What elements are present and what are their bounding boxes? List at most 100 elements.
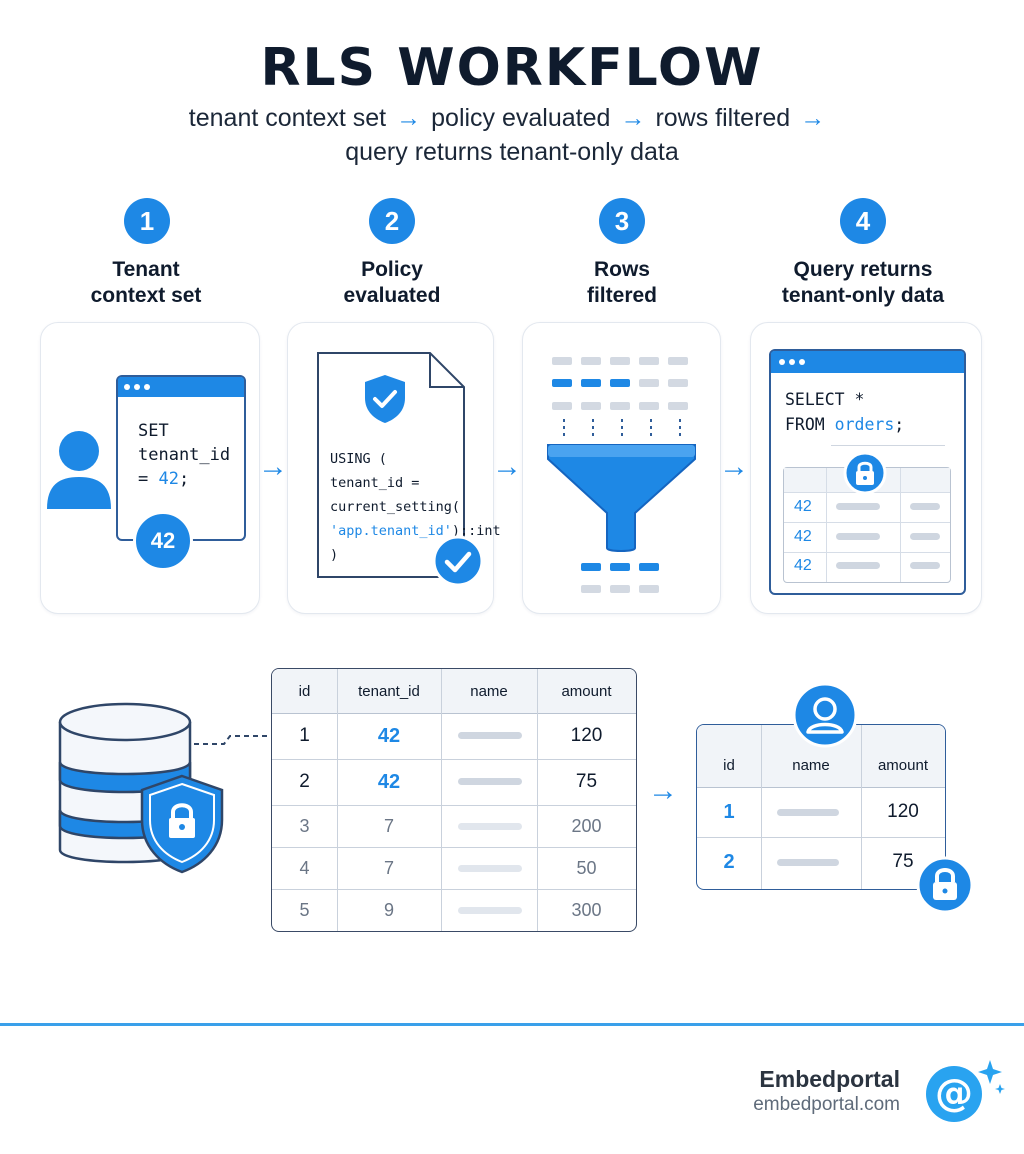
- placeholder-bar: [836, 503, 880, 510]
- code-block: SET tenant_id = 42;: [118, 397, 244, 491]
- brand-url[interactable]: embedportal.com: [753, 1094, 900, 1115]
- code-text: ;: [894, 415, 905, 434]
- row-tenant-id: 42: [377, 770, 401, 793]
- code-line: SELECT *: [785, 390, 865, 409]
- column-header: name: [792, 756, 830, 774]
- document-icon: [317, 352, 465, 578]
- step-2-card: USING ( tenant_id = current_setting( 'ap…: [287, 322, 501, 614]
- row-tenant-id: 42: [377, 724, 401, 747]
- row-amount: 120: [570, 725, 603, 746]
- tenant-id-badge: 42: [133, 511, 193, 571]
- step-4-card: SELECT * FROM orders; 42 42 42: [750, 322, 982, 614]
- divider: [900, 468, 901, 582]
- database-icon: [58, 702, 224, 874]
- code-line: 'app.tenant_id')::int: [330, 519, 501, 543]
- row-amount: 75: [575, 771, 598, 792]
- divider: [537, 669, 538, 931]
- row-amount: 50: [576, 857, 597, 878]
- window-dot-icon: [779, 359, 785, 365]
- subtitle-part-2: policy evaluated: [431, 104, 611, 132]
- row-id: 4: [299, 857, 310, 878]
- code-table-name: orders: [834, 415, 895, 434]
- source-table: id tenant_id name amount 1 42 120 2 42 7…: [271, 668, 637, 932]
- step-1-label-line1: Tenant: [112, 258, 180, 281]
- table-header-row: [272, 669, 636, 714]
- column-header: amount: [877, 756, 929, 774]
- window-dot-icon: [124, 384, 130, 390]
- code-text: ;: [178, 469, 190, 489]
- table-row: 42: [784, 492, 950, 523]
- result-table: id name amount 1 120 2 75: [696, 724, 946, 890]
- subtitle-arrow-icon: →: [620, 104, 646, 132]
- placeholder-bar: [836, 562, 880, 569]
- code-string: 'app.tenant_id': [330, 523, 452, 539]
- code-text: =: [138, 469, 159, 489]
- step-2-badge: 2: [369, 198, 415, 244]
- row-tenant-id: 7: [383, 815, 394, 836]
- column-header: name: [470, 682, 508, 700]
- subtitle-arrow-icon: →: [396, 104, 422, 132]
- step-4-label-line1: Query returns: [793, 258, 933, 281]
- placeholder-bar: [458, 778, 522, 785]
- divider: [826, 468, 827, 582]
- row-id: 1: [723, 800, 735, 823]
- column-header: id: [723, 756, 735, 774]
- divider: [861, 725, 862, 889]
- column-header: tenant_id: [358, 682, 420, 700]
- lock-icon: [916, 856, 974, 914]
- shield-check-icon: [365, 375, 405, 423]
- placeholder-bar: [777, 859, 839, 866]
- divider: [761, 725, 762, 889]
- row-amount: 120: [887, 801, 919, 822]
- user-avatar-icon: [792, 682, 858, 748]
- row-tenant-id: 7: [383, 857, 394, 878]
- row-id: 1: [299, 725, 310, 746]
- table-row: 42: [784, 552, 950, 582]
- row-amount: 200: [571, 815, 602, 836]
- placeholder-bar: [458, 732, 522, 739]
- placeholder-bar: [910, 562, 940, 569]
- step-1-label-line2: context set: [90, 284, 202, 307]
- step-4-label-line2: tenant-only data: [781, 284, 945, 307]
- query-window: SELECT * FROM orders; 42 42 42: [769, 349, 966, 595]
- step-1-label: Tenant context set: [46, 257, 246, 309]
- column-header: amount: [561, 682, 612, 700]
- placeholder-bar: [458, 823, 522, 830]
- brand-name: Embedportal: [759, 1066, 900, 1092]
- code-line: FROM orders;: [785, 412, 964, 437]
- step-2-label-line1: Policy: [361, 258, 423, 281]
- divider: [337, 669, 338, 931]
- row-id: 5: [299, 899, 310, 920]
- step-3-badge: 3: [599, 198, 645, 244]
- row-amount: 300: [571, 899, 602, 920]
- step-4-badge: 4: [840, 198, 886, 244]
- footer-divider: [0, 1023, 1024, 1026]
- table-row: 2 42 75: [272, 759, 636, 806]
- window-titlebar: [771, 351, 964, 373]
- step-3-card: [522, 322, 721, 614]
- page-title: RLS WORKFLOW: [260, 38, 764, 98]
- mini-row-tenant-id: 42: [794, 557, 812, 574]
- step-3-label-line1: Rows: [593, 258, 650, 281]
- window-dot-icon: [144, 384, 150, 390]
- divider: [831, 445, 945, 446]
- brand-logo-icon: @: [926, 1060, 1005, 1122]
- arrow-right-icon: →: [648, 774, 678, 807]
- window-titlebar: [118, 377, 244, 397]
- row-amount: 75: [892, 851, 914, 872]
- code-line: tenant_id: [138, 445, 231, 465]
- code-line: USING (: [330, 451, 387, 467]
- code-line: ): [330, 547, 339, 563]
- table-row: 1 120: [697, 787, 945, 838]
- row-tenant-id: 9: [383, 899, 394, 920]
- arrow-right-icon: →: [258, 450, 288, 483]
- table-row: 42: [784, 522, 950, 553]
- window-dot-icon: [789, 359, 795, 365]
- query-code-block: SELECT * FROM orders;: [771, 373, 964, 437]
- step-2-label: Policy evaluated: [292, 257, 492, 309]
- row-id: 3: [299, 815, 310, 836]
- subtitle-line-1: tenant context set→policy evaluated→rows…: [0, 104, 1024, 133]
- subtitle-part-3: rows filtered: [655, 104, 791, 132]
- placeholder-bar: [777, 809, 839, 816]
- code-text: )::int: [451, 523, 501, 539]
